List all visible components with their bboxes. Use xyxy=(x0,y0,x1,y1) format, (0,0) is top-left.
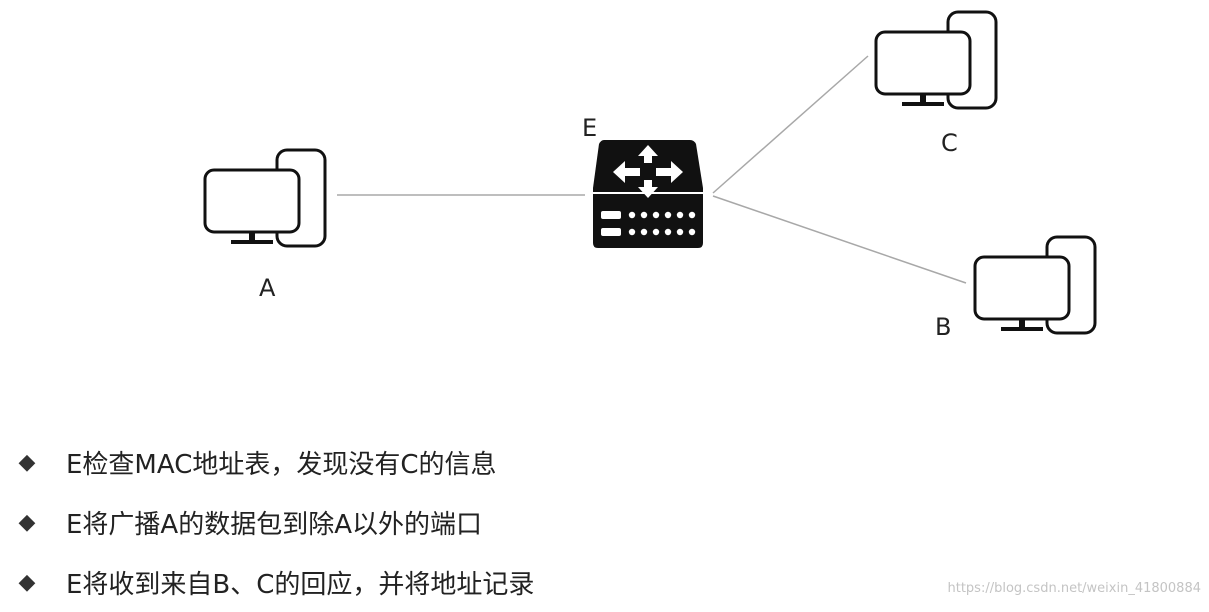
bullet-item: ◆ E将收到来自B、C的回应，并将地址记录 xyxy=(14,552,535,612)
host-b-label: B xyxy=(935,313,952,341)
bullet-item: ◆ E检查MAC地址表，发现没有C的信息 xyxy=(14,432,534,492)
link-e-b xyxy=(712,195,967,284)
host-b-computer-icon xyxy=(973,235,1097,335)
bullet-text: E检查MAC地址表，发现没有C的信息 xyxy=(66,449,497,480)
bullet-text: E将广播A的数据包到除A以外的端口 xyxy=(66,509,483,540)
switch-e-label: E xyxy=(582,114,598,142)
link-e-c xyxy=(712,55,869,194)
bullet-list: ◆ E检查MAC地址表，发现没有C的信息 ◆ E将广播A的数据包到除A以外的端口… xyxy=(14,432,535,612)
switch-e-switch-icon xyxy=(593,140,703,248)
host-a-computer-icon xyxy=(203,148,327,248)
diamond-bullet-icon: ◆ xyxy=(18,509,36,535)
host-c-label: C xyxy=(941,129,958,157)
bullet-text: E将收到来自B、C的回应，并将地址记录 xyxy=(66,569,535,600)
diamond-bullet-icon: ◆ xyxy=(18,569,36,595)
bullet-item: ◆ E将广播A的数据包到除A以外的端口 xyxy=(14,492,534,552)
diamond-bullet-icon: ◆ xyxy=(18,449,36,475)
host-a-label: A xyxy=(259,274,276,302)
host-c-computer-icon xyxy=(874,10,998,110)
watermark: https://blog.csdn.net/weixin_41800884 xyxy=(947,581,1201,596)
